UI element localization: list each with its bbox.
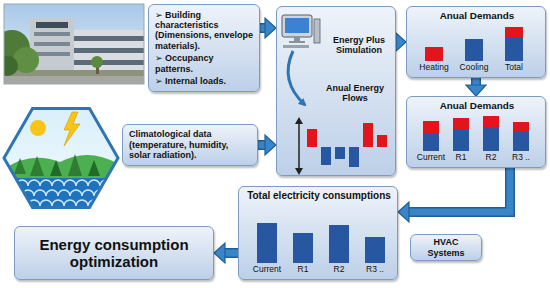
simulation-box: Energy Plus SimulationAnual Energy Flows (276, 6, 396, 176)
box-text: Current (251, 265, 283, 275)
climate-hexagon (0, 100, 122, 212)
result-box: Energy consumption optimization (14, 226, 214, 280)
box-title: Energy Plus Simulation (323, 35, 395, 56)
box-text: R1 (446, 153, 476, 163)
flow-arrow (260, 18, 276, 38)
box-text: Cooling (456, 63, 492, 73)
box-title: HVAC Systems (414, 237, 478, 258)
box-title: Total electricity consumptions (243, 190, 395, 202)
input-box: Climatological data (temperature, humidi… (122, 124, 258, 166)
box-text: Total (496, 63, 532, 73)
box-title: Energy consumption optimization (23, 236, 205, 271)
chart-box: Anual DemandsCurrentR1R2R3 .. (406, 96, 546, 168)
flow-arrow (258, 135, 276, 155)
box-title: Climatological data (temperature, humidi… (129, 129, 251, 160)
chart-box: Total electricity consumptionsCurrent R1 R… (238, 186, 398, 280)
box-title: Anual Demands (407, 100, 547, 111)
box-title: Anual Demands (407, 10, 547, 21)
chart-box: Anual DemandsHeating Cooling Total (406, 6, 546, 78)
box-text: Current (416, 153, 446, 163)
flow-arrow (398, 168, 510, 222)
box-text: R2 (476, 153, 506, 163)
flow-arrow (395, 32, 406, 52)
box-title: ➢ Building characteristics (Dimensions, … (155, 10, 254, 51)
flow-arrow (214, 243, 238, 263)
box-text: Heating (416, 63, 452, 73)
flow-arrow (466, 78, 486, 96)
box-text: R1 (287, 265, 319, 275)
box-text: ➢ Occupancy patterns. (155, 53, 254, 74)
input-box: ➢ Building characteristics (Dimensions, … (148, 4, 260, 92)
building-photo (4, 4, 144, 84)
label-box: HVAC Systems (410, 234, 482, 261)
box-text: R3 .. (506, 153, 536, 163)
box-text: ➢ Internal loads. (155, 76, 254, 86)
box-text: R3 .. (359, 265, 391, 275)
box-text: R2 (323, 265, 355, 275)
box-text: Anual Energy Flows (315, 83, 395, 104)
